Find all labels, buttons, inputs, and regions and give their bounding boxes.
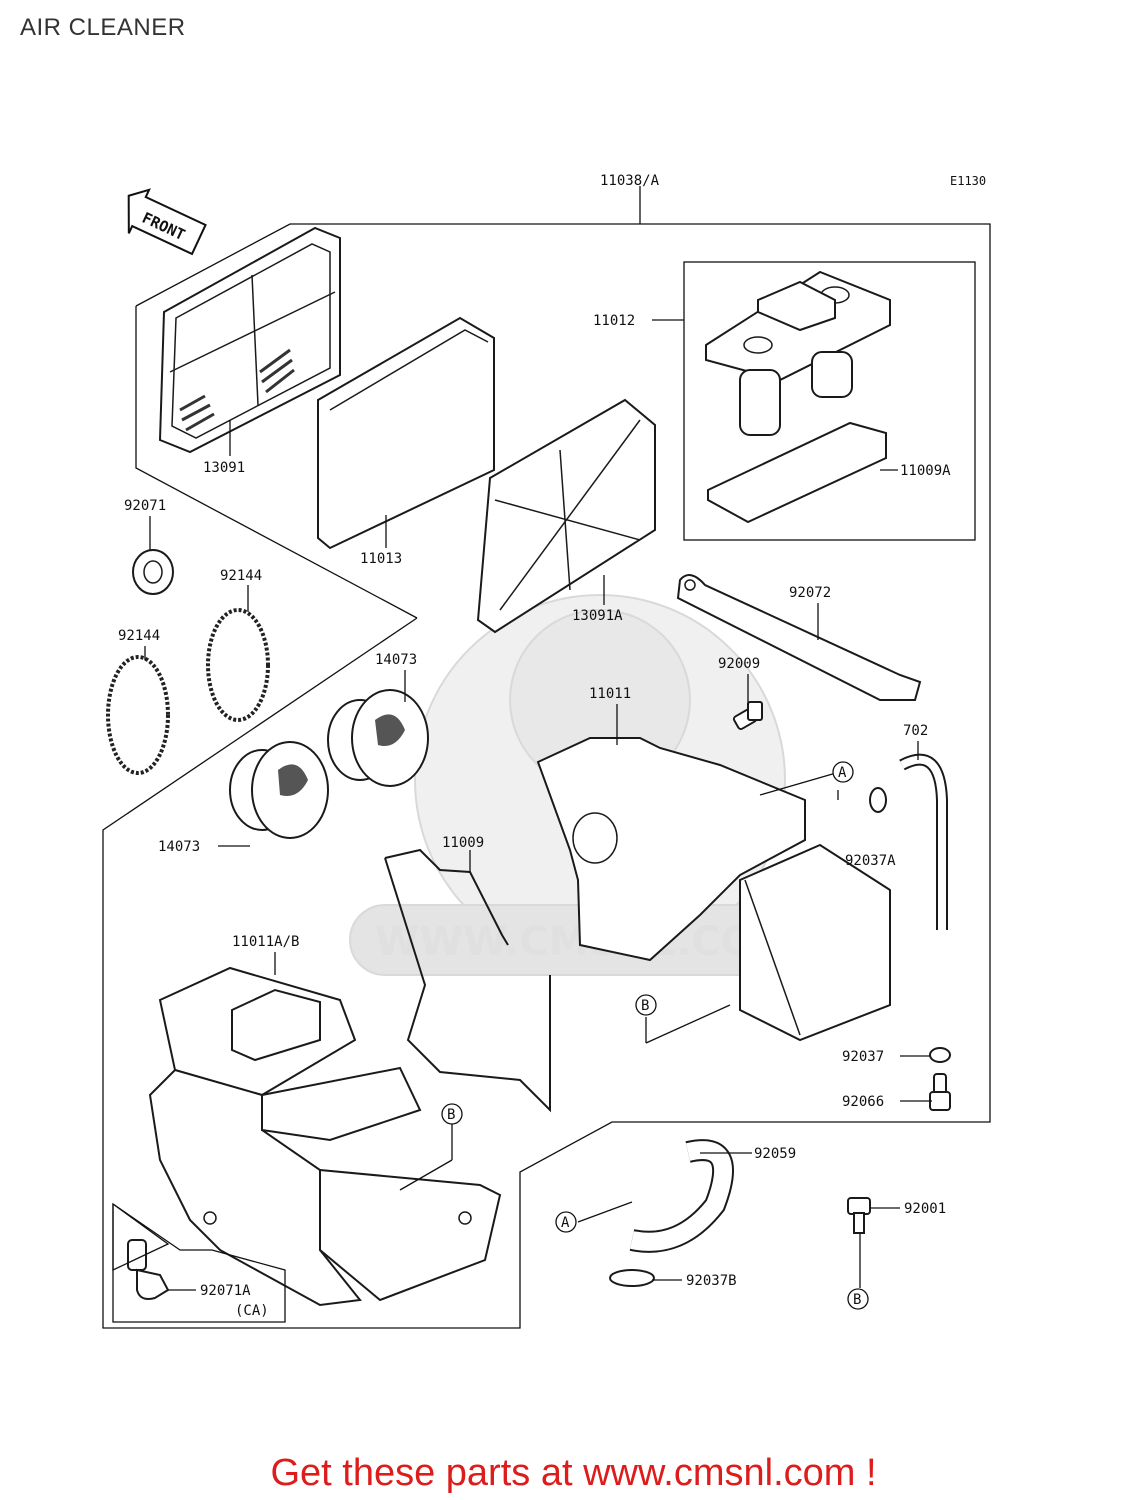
screw-92009 bbox=[732, 701, 763, 730]
seal-11009-loop bbox=[384, 857, 551, 1113]
label-14073-lower[interactable]: 14073 bbox=[158, 839, 200, 855]
leader-lines bbox=[144, 186, 932, 1291]
duct-14073-lower bbox=[229, 741, 329, 839]
case-11011 bbox=[536, 737, 891, 1042]
ca-box bbox=[112, 1203, 286, 1323]
label-13091A[interactable]: 13091A bbox=[572, 608, 623, 624]
label-11009A[interactable]: 11009A bbox=[900, 463, 951, 479]
ref-b-mid-label: B bbox=[641, 998, 649, 1014]
ref-circle-b-right: B bbox=[847, 1288, 869, 1310]
sponge-11013 bbox=[317, 316, 495, 550]
label-14073-upper[interactable]: 14073 bbox=[375, 652, 417, 668]
ref-circle-a-upper: A bbox=[832, 761, 854, 783]
band-92144-upper bbox=[206, 608, 270, 722]
hose-92059-inner bbox=[630, 1141, 732, 1251]
label-11038A[interactable]: 11038/A bbox=[600, 173, 660, 189]
label-92071[interactable]: 92071 bbox=[124, 498, 166, 514]
label-92066[interactable]: 92066 bbox=[842, 1094, 884, 1110]
gasket-11009A bbox=[707, 421, 887, 524]
grommet-92071 bbox=[132, 549, 174, 595]
ref-b-right-label: B bbox=[853, 1292, 861, 1308]
label-11013[interactable]: 11013 bbox=[360, 551, 402, 567]
ref-b-left-label: B bbox=[447, 1107, 455, 1123]
label-11012[interactable]: 11012 bbox=[593, 313, 635, 329]
clamp-92037A bbox=[869, 787, 887, 813]
frame-13091A bbox=[476, 398, 656, 634]
bracket-92072 bbox=[676, 574, 922, 701]
plug-92066 bbox=[929, 1073, 951, 1111]
seal-11009-top bbox=[384, 848, 509, 946]
label-92001[interactable]: 92001 bbox=[904, 1201, 946, 1217]
label-92071A[interactable]: 92071A bbox=[200, 1283, 251, 1299]
bolt-92001 bbox=[847, 1197, 871, 1234]
ref-a-upper-label: A bbox=[838, 765, 847, 781]
label-11009[interactable]: 11009 bbox=[442, 835, 484, 851]
label-92009[interactable]: 92009 bbox=[718, 656, 760, 672]
label-11011[interactable]: 11011 bbox=[589, 686, 631, 702]
label-92037A[interactable]: 92037A bbox=[845, 853, 896, 869]
duct-14073-upper bbox=[327, 689, 429, 787]
case-11011AB bbox=[148, 966, 502, 1307]
part-11012 bbox=[705, 270, 891, 436]
clamp-92037B bbox=[609, 1269, 655, 1287]
assembly-outline-left bbox=[135, 306, 418, 619]
clamp-92037 bbox=[929, 1047, 951, 1063]
label-92059[interactable]: 92059 bbox=[754, 1146, 796, 1162]
front-arrow-icon: FRONT bbox=[127, 188, 207, 256]
parts-diagram: WWW.CMSNL.COM FRONT bbox=[102, 173, 991, 1329]
diagram-code: E1130 bbox=[950, 174, 986, 188]
elbow-92071A bbox=[127, 1239, 170, 1300]
label-92037[interactable]: 92037 bbox=[842, 1049, 884, 1065]
label-92037B[interactable]: 92037B bbox=[686, 1273, 737, 1289]
band-92144-lower bbox=[106, 655, 170, 775]
hose-702-inner bbox=[900, 755, 946, 930]
label-702[interactable]: 702 bbox=[903, 723, 928, 739]
label-92071A-note: (CA) bbox=[235, 1303, 269, 1319]
label-92072[interactable]: 92072 bbox=[789, 585, 831, 601]
ref-circle-b-left: B bbox=[441, 1103, 463, 1125]
label-92144-upper[interactable]: 92144 bbox=[220, 568, 262, 584]
ref-circle-a-lower: A bbox=[555, 1211, 577, 1233]
filter-element-13091 bbox=[158, 226, 341, 454]
ref-circle-b-mid: B bbox=[635, 994, 657, 1016]
label-13091[interactable]: 13091 bbox=[203, 460, 245, 476]
page-title: AIR CLEANER bbox=[20, 14, 186, 41]
box-11012 bbox=[683, 261, 976, 541]
footer-link[interactable]: Get these parts at www.cmsnl.com ! bbox=[270, 1452, 877, 1494]
ref-a-lower-label: A bbox=[561, 1215, 570, 1231]
hose-702 bbox=[899, 753, 948, 930]
label-11011AB[interactable]: 11011A/B bbox=[232, 934, 299, 950]
label-92144-lower[interactable]: 92144 bbox=[118, 628, 160, 644]
